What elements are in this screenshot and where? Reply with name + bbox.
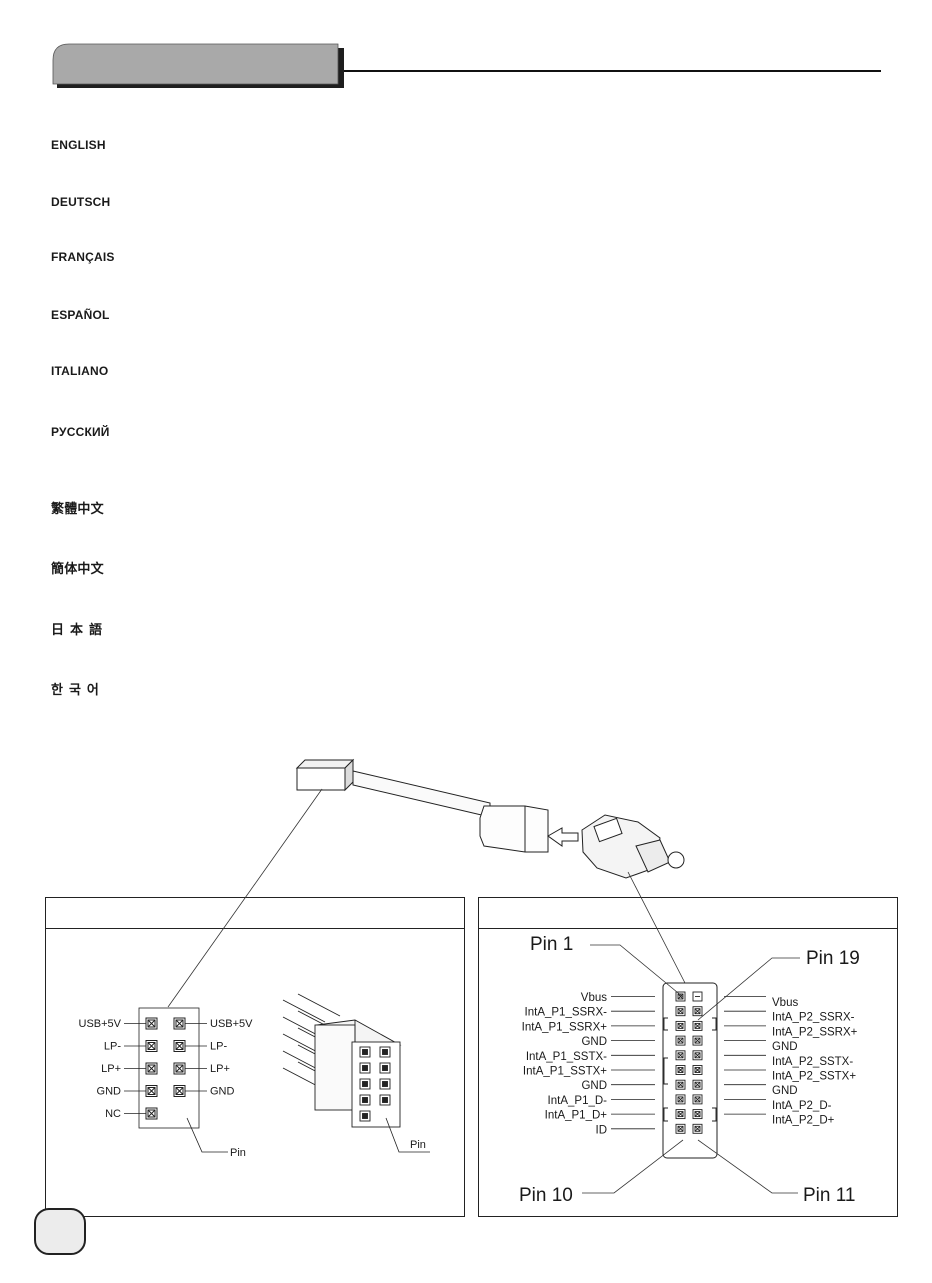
usb3-left-pin-label: GND — [581, 1080, 607, 1092]
usb3-header-panel — [478, 897, 898, 1217]
usb3-left-pin-label: IntA_P1_D- — [548, 1095, 608, 1107]
usb2-left-pin-label: GND — [97, 1086, 122, 1098]
usb3-left-pin-label: GND — [581, 1036, 607, 1048]
usb3-left-pin-label: IntA_P1_SSTX- — [526, 1051, 607, 1063]
pin-10-label: Pin 10 — [519, 1185, 573, 1206]
usb3-right-pin-label: IntA_P2_SSRX- — [772, 1012, 855, 1024]
language-japanese: 日本語 — [51, 622, 109, 637]
usb2-connector-pin-label: Pin — [410, 1139, 426, 1151]
usb3-left-pin-label: IntA_P1_SSRX- — [525, 1007, 608, 1019]
language-korean: 한국어 — [51, 682, 105, 697]
language-english: ENGLISH — [51, 138, 106, 152]
usb2-right-pin-label: USB+5V — [210, 1018, 253, 1030]
usb3-right-pin-label: Vbus — [772, 997, 798, 1009]
usb3-left-pin-label: IntA_P1_SSTX+ — [523, 1066, 607, 1078]
usb3-right-pin-label: GND — [772, 1041, 798, 1053]
pin-19-label: Pin 19 — [806, 948, 860, 969]
pin-1-label: Pin 1 — [530, 934, 573, 955]
usb2-pin-label: Pin — [230, 1147, 246, 1159]
language-italiano: ITALIANO — [51, 364, 109, 378]
usb3-left-pin-label: IntA_P1_D+ — [545, 1110, 608, 1122]
usb3-right-pin-label: IntA_P2_D+ — [772, 1115, 835, 1127]
usb2-header-panel — [45, 897, 465, 1217]
usb2-right-pin-label: GND — [210, 1086, 235, 1098]
usb3-left-pin-label: ID — [596, 1124, 608, 1136]
usb3-right-pin-label: IntA_P2_SSTX- — [772, 1056, 853, 1068]
usb3-right-pin-label: IntA_P2_D- — [772, 1100, 832, 1112]
panel-title-bar — [46, 898, 464, 929]
panel-title-bar — [479, 898, 897, 929]
usb3-left-pin-label: Vbus — [581, 992, 607, 1004]
usb2-right-pin-label: LP- — [210, 1041, 227, 1053]
language-espanol: ESPAÑOL — [51, 308, 110, 322]
language-traditional-chinese: 繁體中文 — [51, 501, 104, 516]
pin-11-label: Pin 11 — [803, 1185, 855, 1206]
usb3-right-pin-label: IntA_P2_SSTX+ — [772, 1071, 856, 1083]
usb3-left-pin-label: IntA_P1_SSRX+ — [522, 1021, 608, 1033]
usb3-right-pin-label: IntA_P2_SSRX+ — [772, 1026, 858, 1038]
usb2-left-pin-label: USB+5V — [79, 1018, 122, 1030]
usb2-left-pin-label: LP- — [104, 1041, 121, 1053]
usb2-left-pin-label: NC — [105, 1108, 121, 1120]
section-header-tab — [52, 43, 881, 88]
language-deutsch: DEUTSCH — [51, 195, 111, 209]
language-russian: РУССКИЙ — [51, 425, 110, 439]
usb3-right-pin-label: GND — [772, 1085, 798, 1097]
usb2-left-pin-label: LP+ — [101, 1063, 121, 1075]
language-francais: FRANÇAIS — [51, 250, 115, 264]
usb2-right-pin-label: LP+ — [210, 1063, 230, 1075]
language-simplified-chinese: 簡体中文 — [51, 561, 104, 576]
